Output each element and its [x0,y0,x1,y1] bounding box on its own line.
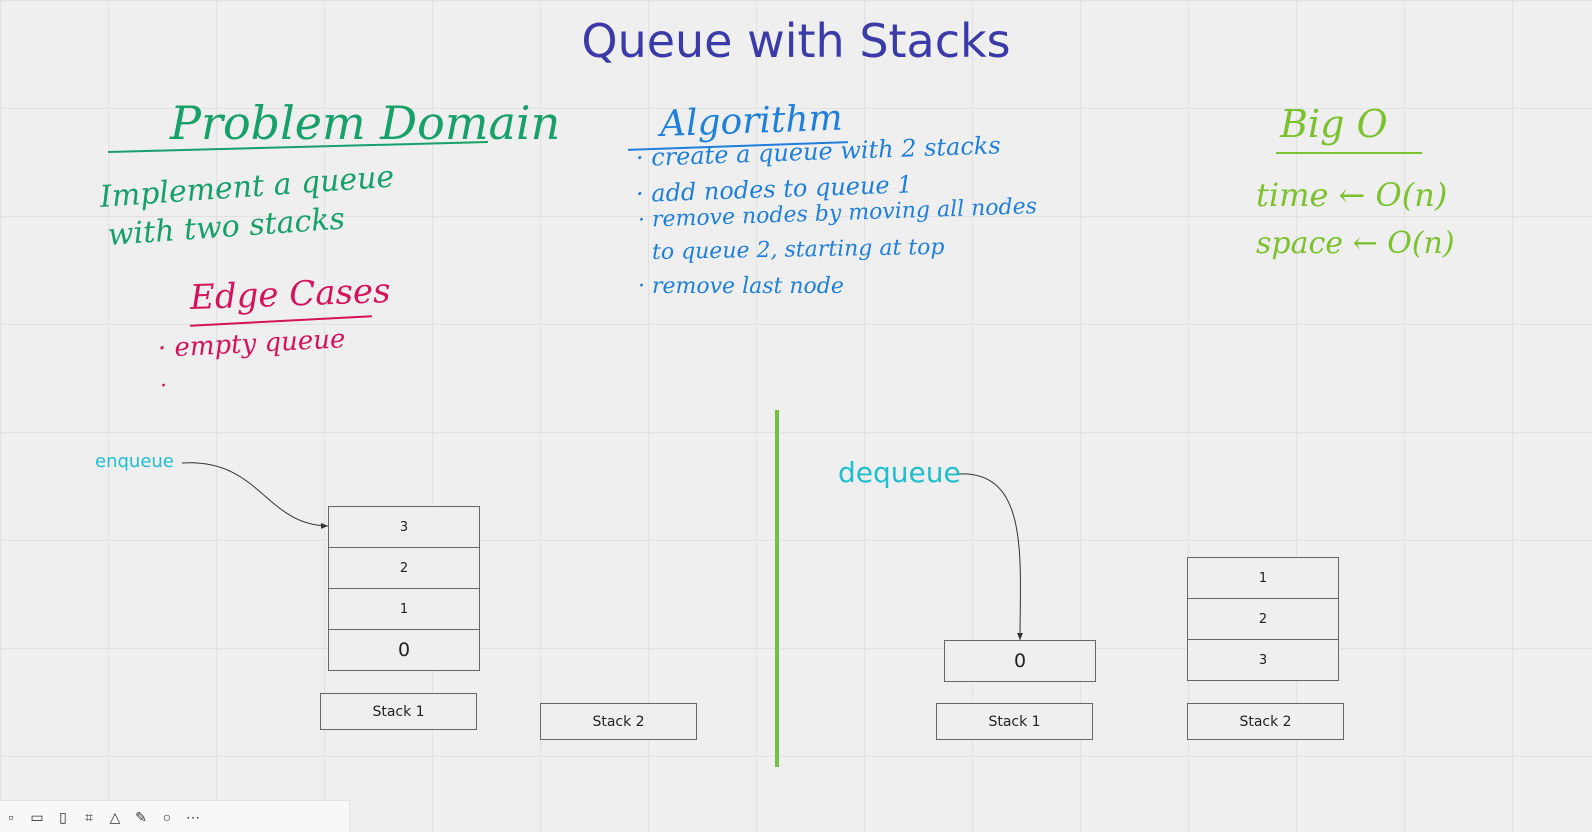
enqueue-stack1-cell-2: 2 [328,547,480,589]
big-o-heading: Big O [1280,102,1388,146]
edge-case-item-2: · [160,374,167,399]
enqueue-stack1-label: Stack 1 [320,693,477,730]
big-o-underline [1276,152,1422,154]
dequeue-stack1-cell-0: 0 [944,640,1096,682]
problem-domain-heading: Problem Domain [170,96,561,150]
note-icon[interactable]: ▭ [30,808,44,825]
algorithm-item-5: · remove last node [638,274,844,299]
page-title: Queue with Stacks [581,14,1011,68]
dequeue-stack2-cell-2: 2 [1187,598,1339,640]
shape-icon[interactable]: △ [109,808,121,825]
pen-icon[interactable]: ✎ [135,808,147,825]
enqueue-arrow [181,462,329,529]
comment-icon[interactable]: ○ [162,808,172,825]
text-icon[interactable]: ▯ [59,808,67,825]
select-icon[interactable]: ▫ [8,808,14,825]
dequeue-stack2-cell-3: 3 [1187,639,1339,681]
dequeue-stack2-cell-1: 1 [1187,557,1339,599]
section-divider [775,410,779,767]
big-o-space: space ← O(n) [1256,226,1455,261]
bottom-toolbar: ▫ ▭ ▯ ⌗ △ ✎ ○ ⋯ [0,800,350,832]
enqueue-stack1-cell-0: 0 [328,629,480,671]
big-o-time: time ← O(n) [1256,176,1448,214]
dequeue-arrow [957,473,1024,641]
frame-icon[interactable]: ⌗ [85,808,93,825]
dequeue-label: dequeue [838,456,961,489]
more-icon[interactable]: ⋯ [186,808,200,825]
dequeue-stack2-label: Stack 2 [1187,703,1344,740]
enqueue-stack2-label: Stack 2 [540,703,697,740]
enqueue-label: enqueue [95,451,174,472]
enqueue-stack1-cell-3: 3 [328,506,480,548]
enqueue-stack1-cell-1: 1 [328,588,480,630]
dequeue-stack1-label: Stack 1 [936,703,1093,740]
